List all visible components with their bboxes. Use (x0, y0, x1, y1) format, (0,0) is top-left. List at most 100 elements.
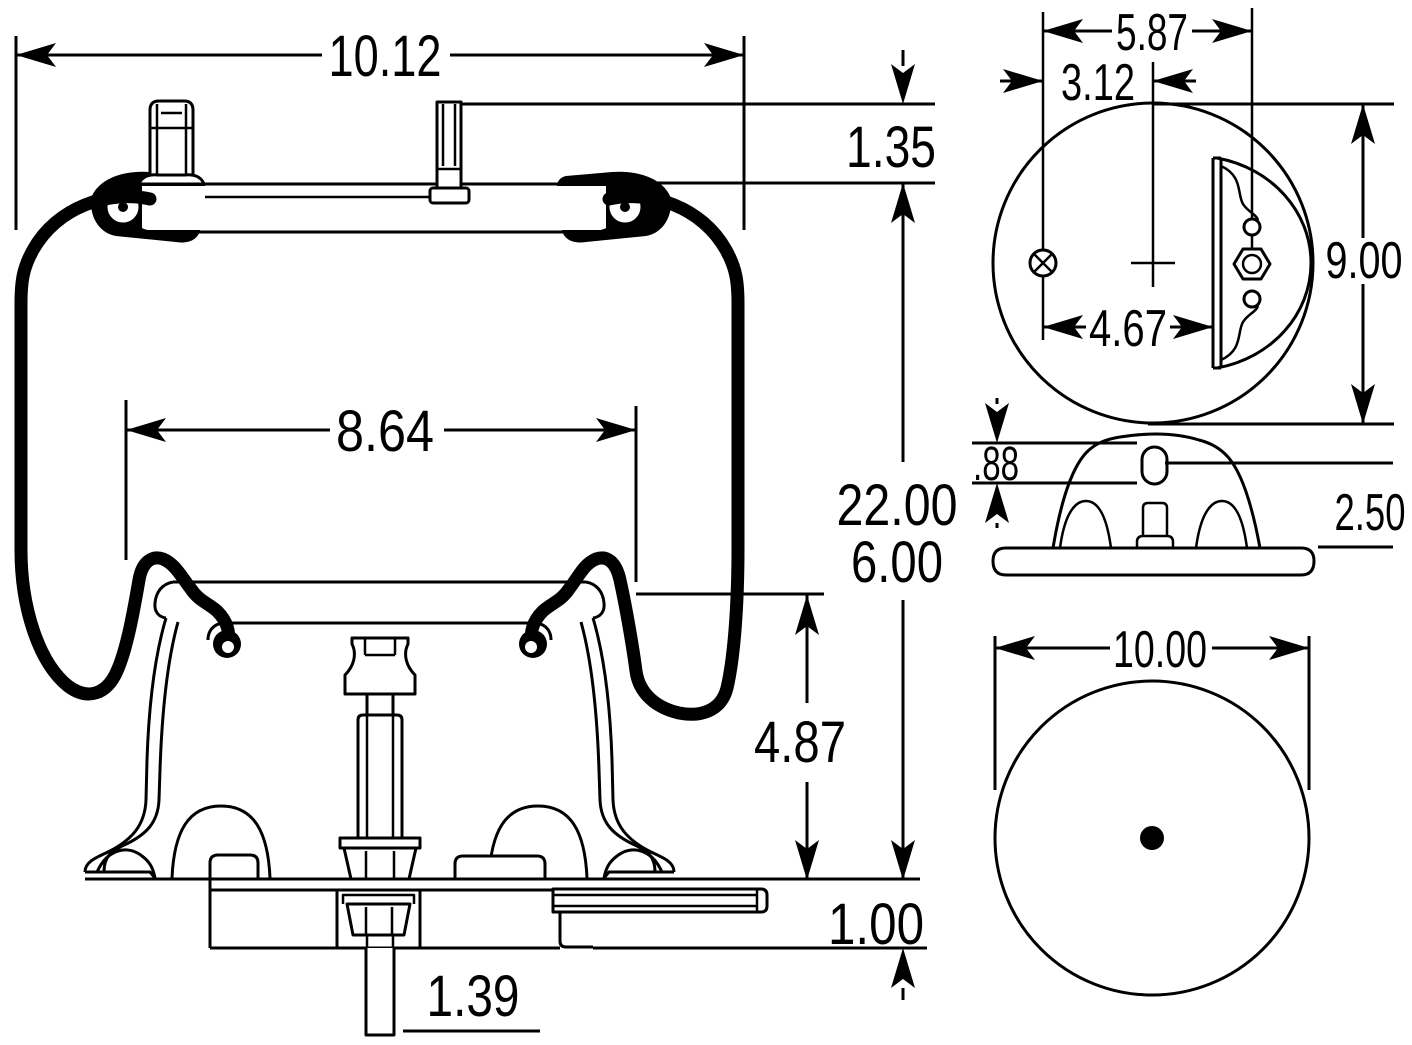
dim-plate-depth-text: 9.00 (1326, 232, 1403, 290)
piston-top-right-hook (585, 580, 606, 620)
dim-piston-diameter-lines (993, 636, 1311, 790)
arrow-down-icon (891, 64, 915, 104)
air-fitting-cross (1033, 253, 1053, 273)
air-fitting-stud-lines (150, 104, 193, 175)
bead-plate-body (142, 186, 606, 230)
bumper-head (343, 636, 417, 696)
mount-hump-right (1194, 499, 1249, 549)
dim-fitting-offset: 3.12 (1000, 54, 1196, 112)
air-fitting-stud (148, 99, 195, 180)
top-view: 5.87 3.12 9.00 4.67 (991, 4, 1403, 426)
bellows-left-wall (14, 190, 236, 701)
bolt-shaft-upper (365, 694, 395, 715)
arch-cutout-left (170, 804, 272, 879)
front-view: 10.12 1.35 8.64 22.00 6.00 (14, 24, 958, 1037)
dim-stud-length-text: 1.39 (427, 964, 520, 1029)
mount-hump-left (1058, 499, 1113, 549)
dim-slot-height-text: .88 (973, 438, 1019, 491)
upper-nut-facets (364, 851, 396, 879)
right-foot-bottom (602, 870, 674, 879)
dim-mount-height: 2.50 (1165, 461, 1406, 549)
mount-base-plate (991, 546, 1316, 577)
dim-plate-drop: 1.35 (462, 50, 936, 185)
dim-fitting-to-bracket: 4.67 (1043, 300, 1213, 358)
right-skirt-outer (591, 617, 676, 873)
dim-slot-height: .88 (972, 398, 1137, 528)
dim-overall-width-lines (14, 36, 746, 230)
combination-bar (551, 887, 769, 914)
bracket-hole-bottom (1242, 289, 1262, 309)
mount-stud-base (1135, 534, 1175, 548)
mounting-stud (435, 100, 463, 190)
dim-plate-drop-text: 1.35 (846, 115, 936, 180)
bracket-hole-top (1242, 217, 1262, 237)
dim-overall-width: 10.12 (14, 24, 746, 230)
dim-plate-depth-lines (1148, 102, 1394, 426)
lower-stud-lines (365, 935, 395, 948)
bracket-wave-bottom (1220, 305, 1260, 362)
bracket-right-tab (453, 854, 547, 881)
bumper-head-detail (363, 638, 397, 657)
dim-piston-top-width-lines (124, 400, 638, 582)
left-foot-bottom (85, 870, 157, 879)
dim-mount-height-lines (1165, 461, 1393, 549)
mount-stud-side (1141, 501, 1169, 535)
lower-stud (364, 948, 396, 1037)
combination-bar-lines (553, 889, 759, 912)
piston-top-left-hook (153, 580, 174, 620)
bracket-d-arc (1216, 156, 1313, 370)
right-skirt-inner (579, 621, 657, 873)
bracket-step (558, 912, 593, 949)
dim-piston-top-width-text: 8.64 (336, 399, 434, 464)
dim-stud-spacing-text: 5.87 (1116, 4, 1188, 62)
bracket-wave-top (1220, 164, 1260, 221)
dim-bracket-drop-lines (593, 946, 927, 1000)
dim-plate-depth: 9.00 (1148, 102, 1403, 426)
bellows-right-wall (524, 190, 745, 721)
arch-cutout-right (487, 804, 589, 879)
dim-overall-width-text: 10.12 (329, 24, 442, 89)
clamp-rivet-left (222, 641, 234, 653)
mounting-stud-flange (428, 186, 471, 205)
dim-fitting-to-bracket-text: 4.67 (1089, 300, 1167, 358)
left-skirt-outer (83, 617, 168, 873)
upper-nut-hex (342, 846, 418, 881)
bracket-left-tab (208, 853, 260, 881)
stud-hex-nut (1232, 247, 1272, 281)
bottom-view: 10.00 (993, 621, 1311, 997)
dim-slot-height-lines (972, 398, 1137, 528)
air-fitting-flange (137, 173, 206, 186)
dim-plate-drop-lines (462, 50, 935, 185)
lower-nut-washer (341, 893, 416, 904)
dim-piston-height-text: 4.87 (754, 710, 846, 775)
stud-hex-circle (1241, 253, 1263, 275)
oval-slot (1140, 445, 1169, 486)
plate-curl-right-dot (620, 202, 630, 212)
dim-stud-length: 1.39 (403, 964, 540, 1033)
dim-heights: 22.00 6.00 (837, 183, 958, 880)
plate-curl-left-dot (118, 202, 128, 212)
mounting-stud-lines (437, 104, 461, 171)
top-bracket (1211, 156, 1313, 370)
bolt-sleeve-lines (365, 715, 395, 838)
bellows (14, 190, 745, 721)
dim-extended-height-text: 22.00 (837, 473, 958, 538)
clamp-rivet-right (525, 641, 537, 653)
lower-nut-facets (364, 907, 394, 935)
center-hole-dot (1140, 826, 1164, 850)
side-view: .88 2.50 (972, 398, 1406, 577)
bead-plate-bottom-line (130, 221, 618, 234)
dim-design-height-text: 6.00 (851, 530, 943, 595)
dim-bracket-drop: 1.00 (593, 892, 927, 1000)
bracket-plate-edge (1211, 156, 1223, 370)
dim-piston-height: 4.87 (636, 592, 846, 880)
dim-piston-diameter-text: 10.00 (1113, 621, 1207, 679)
dim-bracket-drop-text: 1.00 (828, 892, 924, 957)
front-dimensions: 10.12 1.35 8.64 22.00 6.00 (14, 24, 958, 1033)
left-foot-curl (95, 848, 157, 879)
dim-piston-top-width: 8.64 (124, 399, 638, 582)
piston-assembly (83, 580, 920, 1037)
mount-dome (1051, 432, 1262, 549)
